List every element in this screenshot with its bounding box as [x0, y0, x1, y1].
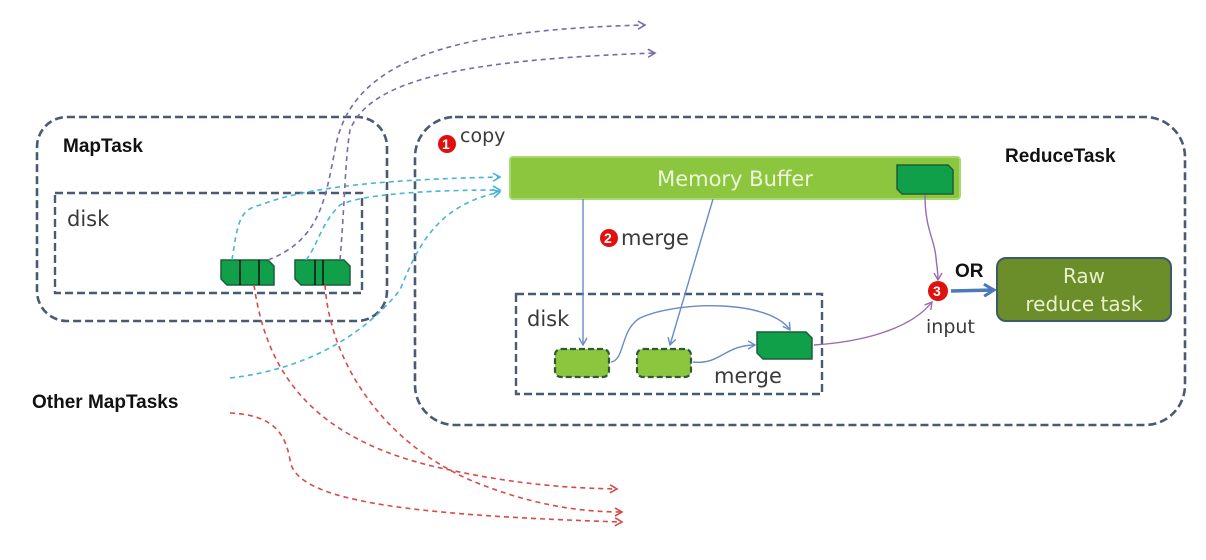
- memory-buffer: Memory Buffer: [509, 156, 961, 200]
- shuffle-arrow-other-maptasks-to-other-reducer: [229, 412, 624, 527]
- svg-text:1: 1: [442, 136, 450, 152]
- svg-text:3: 3: [933, 283, 941, 299]
- map-output-file-1: [220, 259, 275, 286]
- raw-reduce-task-line1: Raw: [1063, 264, 1105, 288]
- step-3-label: input: [926, 316, 975, 338]
- copy-arrow-map-file-2: [305, 185, 502, 261]
- merge-arrow-buffer-to-spill-2: [667, 198, 714, 347]
- reduce-task-container: ReduceTask 1 copy Memory Buffer 2 merge …: [413, 115, 1187, 427]
- map-task-disk-box: [53, 191, 364, 295]
- copy-arrow-other-maptasks: [229, 188, 502, 379]
- map-task-container: MapTask disk: [35, 115, 389, 323]
- shuffle-arrow-map-file-2-to-other-reducer: [339, 48, 657, 261]
- svg-text:2: 2: [604, 230, 612, 246]
- or-label: OR: [955, 261, 984, 282]
- input-arrow-disk-to-reduce: [813, 300, 933, 346]
- reduce-task-disk-label: disk: [527, 307, 570, 331]
- merged-file: [756, 331, 813, 360]
- other-map-tasks-label: Other MapTasks: [32, 392, 178, 413]
- copy-arrow-map-file-1: [231, 172, 502, 261]
- input-arrow-buffer-to-reduce: [924, 194, 943, 282]
- merge-arrow-spill-2-to-merged: [692, 340, 757, 363]
- step-1-badge: 1: [438, 135, 456, 153]
- raw-reduce-task-line2: reduce task: [1025, 292, 1143, 316]
- spill-file-1: [553, 347, 611, 379]
- raw-reduce-task: Raw reduce task: [996, 257, 1172, 322]
- output-arrow-to-reduce: [950, 290, 994, 291]
- map-task-title: MapTask: [63, 136, 143, 157]
- shuffle-arrow-map-file-1-to-other-reducer-bottom: [253, 284, 619, 494]
- step-3-badge: 3: [928, 281, 948, 301]
- step-1-label: copy: [460, 125, 505, 147]
- step-2-badge: 2: [600, 229, 618, 247]
- spill-file-2: [635, 347, 693, 379]
- disk-merge-label: merge: [714, 364, 782, 388]
- map-task-disk-label: disk: [67, 207, 110, 231]
- reduce-task-title: ReduceTask: [1005, 146, 1116, 167]
- step-2-label: merge: [621, 226, 689, 250]
- shuffle-arrow-map-file-2-to-other-reducer-bottom: [324, 284, 624, 517]
- merge-arrow-spill-1-to-merged: [610, 305, 791, 363]
- shuffle-arrow-map-file-1-to-other-reducer: [267, 20, 647, 261]
- memory-buffer-label: Memory Buffer: [657, 167, 813, 191]
- map-output-file-2: [294, 259, 351, 286]
- memory-buffer-segment: [896, 164, 954, 195]
